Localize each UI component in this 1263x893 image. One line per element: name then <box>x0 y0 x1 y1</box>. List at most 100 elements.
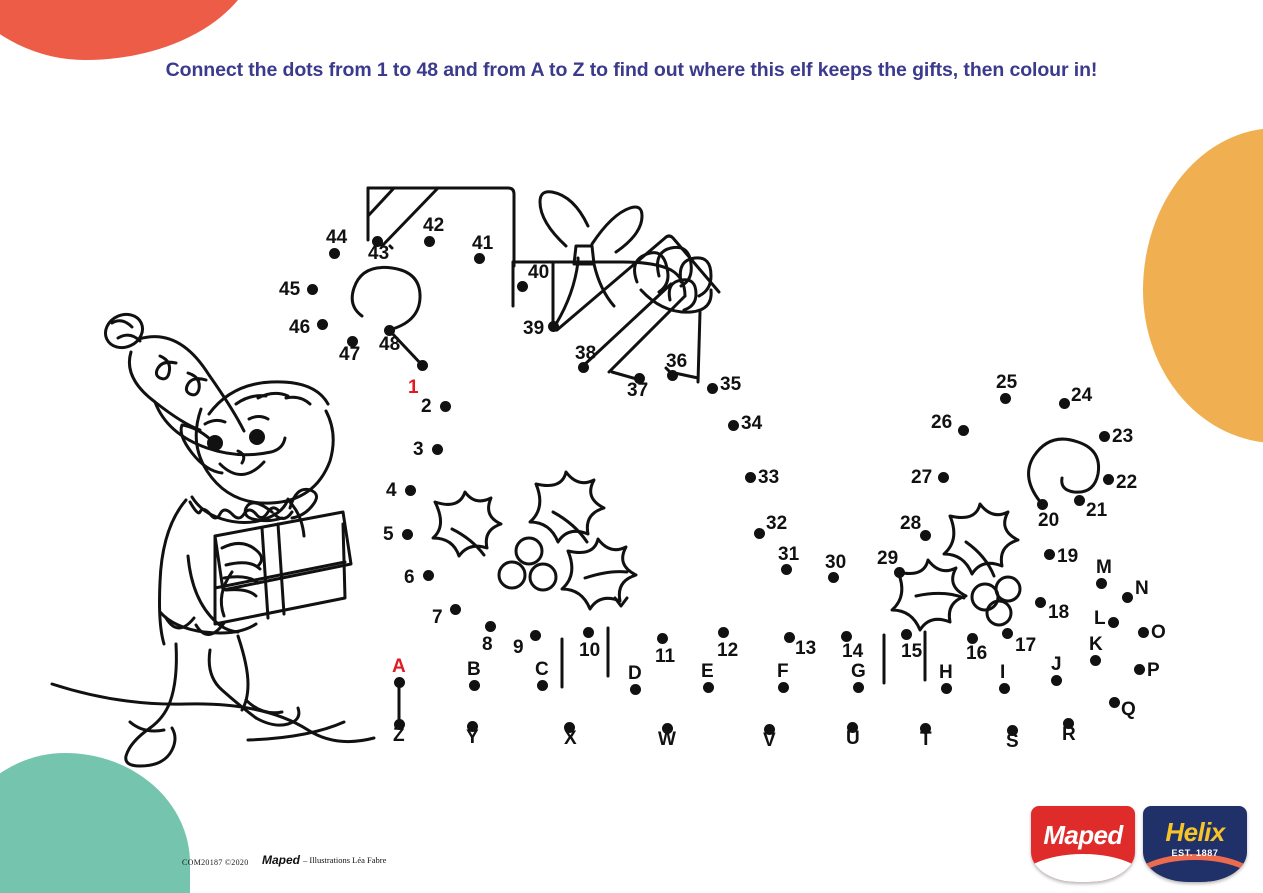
number-dot-label: 7 <box>432 607 443 628</box>
number-dot-label: 23 <box>1112 426 1134 447</box>
dot-marker <box>900 628 912 640</box>
dot-marker <box>1102 473 1114 485</box>
letter-dot-label: A <box>392 656 406 677</box>
number-dot-label: 20 <box>1038 510 1060 531</box>
letter-dot-label: U <box>846 728 860 749</box>
dot-marker <box>422 569 434 581</box>
dot-marker <box>536 679 548 691</box>
number-dot-label: 42 <box>423 215 445 236</box>
dot-marker <box>404 484 416 496</box>
dot-marker <box>431 443 443 455</box>
dot-marker <box>966 632 978 644</box>
number-dot-label: 36 <box>666 351 688 372</box>
dot-marker <box>893 566 905 578</box>
dot-marker <box>777 681 789 693</box>
dot-marker <box>316 318 328 330</box>
dot-marker <box>393 718 405 730</box>
letter-dot-label: K <box>1089 634 1103 655</box>
dot-marker <box>1089 654 1101 666</box>
letter-dot-label: F <box>777 661 789 682</box>
number-dot-label: 41 <box>472 233 494 254</box>
spiral-left <box>350 265 422 332</box>
number-dot-label: 46 <box>289 317 311 338</box>
letter-dot-label: S <box>1006 731 1019 752</box>
dot-marker <box>1062 717 1074 729</box>
dot-marker <box>919 722 931 734</box>
letter-dot-label: M <box>1096 557 1112 578</box>
number-dot-label: 13 <box>795 638 817 659</box>
number-dot-label: 45 <box>279 279 301 300</box>
helix-logo: Helix EST. 1887 <box>1143 806 1247 882</box>
arrow-tick <box>613 596 629 608</box>
letter-dot-label: T <box>920 729 932 750</box>
number-dot-label: 32 <box>766 513 788 534</box>
number-dot-label: 25 <box>996 372 1018 393</box>
guide-bars <box>560 626 927 689</box>
dot-marker <box>1121 591 1133 603</box>
letter-dot-label: Y <box>466 727 479 748</box>
dot-marker <box>656 632 668 644</box>
letter-dot-label: H <box>939 662 953 683</box>
holly-cluster-left <box>431 470 638 611</box>
dot-marker <box>473 252 485 264</box>
number-dot-label: 26 <box>931 412 953 433</box>
helix-logo-swoosh-inner <box>1143 860 1247 882</box>
dot-marker <box>416 359 428 371</box>
dot-marker <box>1133 663 1145 675</box>
credit-text: – Illustrations Léa Fabre <box>303 855 387 865</box>
number-dot-label: 27 <box>911 467 933 488</box>
dot-marker <box>727 419 739 431</box>
dot-marker <box>744 471 756 483</box>
dot-marker <box>661 722 673 734</box>
dot-marker <box>401 528 413 540</box>
dot-marker <box>346 335 358 347</box>
letter-dot-label: G <box>851 661 866 682</box>
dot-marker <box>1107 616 1119 628</box>
gift-boxes-illustration <box>366 186 721 384</box>
dot-marker <box>783 631 795 643</box>
dot-marker <box>753 527 765 539</box>
maped-logo: Maped <box>1031 806 1135 882</box>
letter-dot-label: I <box>1000 662 1006 683</box>
brand-logo-row: Maped Helix EST. 1887 <box>1031 806 1247 882</box>
dot-marker <box>999 392 1011 404</box>
dot-marker <box>1050 674 1062 686</box>
number-dot-label: 21 <box>1086 500 1108 521</box>
dot-marker <box>306 283 318 295</box>
letter-dot-label: R <box>1062 724 1076 745</box>
maped-logo-text: Maped <box>1043 820 1123 850</box>
number-dot-label: 1 <box>408 377 419 398</box>
letter-dot-label: C <box>535 659 549 680</box>
dot-marker <box>629 683 641 695</box>
number-dot-label: 4 <box>386 480 397 501</box>
dot-marker <box>1006 724 1018 736</box>
dot-marker <box>516 280 528 292</box>
dot-marker <box>1058 397 1070 409</box>
number-dot-label: 43 <box>368 243 390 264</box>
number-dot-label: 10 <box>579 640 601 661</box>
spiral-right <box>1027 437 1101 506</box>
dot-marker <box>1001 627 1013 639</box>
dot-marker <box>1034 596 1046 608</box>
dot-marker <box>1108 696 1120 708</box>
dot-marker <box>449 603 461 615</box>
dot-marker <box>937 471 949 483</box>
dot-marker <box>940 682 952 694</box>
dot-marker <box>484 620 496 632</box>
dot-marker <box>957 424 969 436</box>
dot-marker <box>846 721 858 733</box>
maped-wordmark-small: Maped <box>262 853 301 867</box>
number-dot-label: 39 <box>523 318 545 339</box>
letter-dot-label: L <box>1094 608 1106 629</box>
letter-dot-label: D <box>628 663 642 684</box>
number-dot-label: 29 <box>877 548 899 569</box>
dot-marker <box>998 682 1010 694</box>
number-dot-label: 44 <box>326 227 348 248</box>
dot-marker <box>840 630 852 642</box>
letter-dot-label: Z <box>393 725 405 746</box>
dot-marker <box>328 247 340 259</box>
holly-cluster-right <box>890 502 1022 632</box>
dot-marker <box>706 382 718 394</box>
